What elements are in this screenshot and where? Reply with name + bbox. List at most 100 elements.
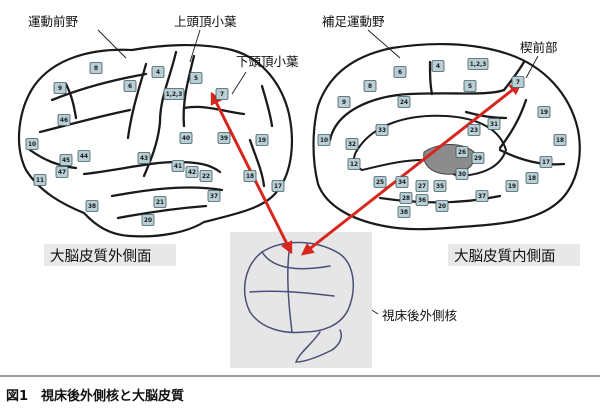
medial-area-number-30: 38	[400, 210, 408, 216]
superior-frontal-sulcus	[50, 72, 148, 102]
inf-parietal-leader	[231, 71, 247, 95]
sma-leader	[367, 29, 401, 59]
medial-area-number-1: 6	[398, 70, 402, 76]
lateral-area-number-18: 47	[58, 170, 66, 176]
medial-area-badge-14	[553, 134, 567, 146]
figure-caption: 図1 視床後外側核と大脳皮質	[6, 388, 184, 404]
medial-area-number-16: 12	[350, 162, 358, 168]
lateral-area-number-8: 40	[182, 136, 190, 142]
inferior-frontal-sulcus	[38, 108, 132, 134]
lateral-area-badge-7	[57, 114, 71, 126]
medial-area-number-0: 8	[368, 84, 372, 90]
medial-area-number-15: 17	[542, 160, 550, 166]
lateral-area-badge-1	[151, 66, 165, 78]
medial-area-badge-16	[347, 158, 361, 170]
lateral-area-badge-10	[77, 150, 91, 162]
lateral-area-number-15: 42	[188, 170, 196, 176]
lateral-area-number-4: 9	[58, 86, 62, 92]
medial-area-badge-25	[415, 194, 429, 206]
lateral-area-badge-8	[179, 132, 193, 144]
sup-parietal-leader	[189, 29, 201, 63]
sketch-line-top	[261, 251, 331, 270]
medial-area-badge-9	[317, 134, 331, 146]
lateral-area-badge-17	[33, 174, 47, 186]
medial-area-badge-8	[487, 118, 501, 130]
medial-area-badge-27	[505, 180, 519, 192]
superior-temporal-sulcus	[110, 186, 224, 198]
lateral-area-number-5: 7	[220, 92, 224, 98]
lateral-area-number-21: 38	[88, 204, 96, 210]
lateral-area-badge-22	[153, 196, 167, 208]
lateral-area-badge-3	[189, 72, 203, 84]
medial-area-badge-29	[435, 200, 449, 212]
lateral-area-number-19: 18	[246, 174, 254, 180]
pulvinar-label: 視床後外側核	[382, 308, 458, 323]
medial-area-badge-17	[373, 176, 387, 188]
medial-area-number-7: 24	[400, 100, 408, 106]
medial-area-number-17: 25	[376, 180, 384, 186]
medial-area-number-28: 18	[528, 176, 536, 182]
medial-area-number-20: 30	[458, 172, 466, 178]
lateral-area-number-11: 45	[62, 158, 70, 164]
medial-area-badge-30	[397, 206, 411, 218]
lateral-area-number-12: 43	[140, 156, 148, 162]
lateral-area-number-6: 1,2,3	[166, 92, 183, 98]
sketch-outline	[243, 241, 354, 334]
medial-area-number-9: 10	[320, 138, 328, 144]
lateral-area-number-17: 11	[36, 178, 44, 184]
medial-area-badge-26	[475, 190, 489, 202]
medial-area-badge-1	[393, 66, 407, 78]
medial-area-badge-12	[467, 124, 481, 136]
lateral-area-badge-11	[59, 154, 73, 166]
lateral-area-number-25: 19	[258, 138, 266, 144]
medial-area-badge-15	[539, 156, 553, 168]
medial-area-number-6: 9	[342, 100, 346, 106]
precuneus-label: 楔前部	[520, 40, 558, 55]
lateral-area-number-16: 22	[202, 174, 210, 180]
lateral-area-badge-13	[217, 132, 231, 144]
medial-area-number-22: 27	[418, 184, 426, 190]
medial-area-badge-22	[415, 180, 429, 192]
medial-area-badge-11	[375, 124, 389, 136]
medial-area-badge-4	[463, 80, 477, 92]
medial-area-number-2: 4	[436, 64, 440, 70]
medial-area-badge-23	[433, 180, 447, 192]
sma-label: 補足運動野	[322, 14, 385, 29]
medial-area-badge-24	[399, 192, 413, 204]
medial-area-badge-19	[471, 152, 485, 164]
lateral-area-badge-24	[141, 214, 155, 226]
medial-area-badge-7	[397, 96, 411, 108]
medial-area-badge-3	[467, 58, 489, 70]
precentral-sulcus	[126, 62, 148, 140]
medial-area-badge-6	[337, 96, 351, 108]
sup-parietal-label: 上頭頂小葉	[174, 14, 237, 29]
lateral-area-number-2: 6	[128, 84, 132, 90]
lateral-area-badge-2	[123, 80, 137, 92]
medial-area-badge-28	[525, 172, 539, 184]
medial-area-number-13: 19	[540, 110, 548, 116]
lateral-area-number-23: 37	[210, 194, 218, 200]
lateral-area-number-20: 17	[274, 184, 282, 190]
lateral-panel-label-bg	[44, 244, 176, 266]
inf-parietal-label: 下頭頂小葉	[236, 54, 299, 69]
sketch-tail	[294, 329, 343, 363]
lateral-area-number-7: 46	[60, 118, 68, 124]
lateral-area-number-3: 5	[194, 76, 198, 82]
lateral-area-number-14: 41	[174, 164, 182, 170]
pulvinar-photo	[230, 232, 372, 368]
lateral-area-number-9: 10	[28, 142, 36, 148]
orbital-sulcus	[28, 148, 78, 170]
medial-area-number-19: 29	[474, 156, 482, 162]
lateral-area-number-24: 20	[144, 218, 152, 224]
lateral-area-badge-5	[215, 88, 229, 100]
lateral-area-badge-18	[55, 166, 69, 178]
medial-area-number-8: 31	[490, 122, 498, 128]
lateral-area-number-22: 21	[156, 200, 164, 206]
premotor-label: 運動前野	[28, 14, 79, 29]
lateral-area-badge-23	[207, 190, 221, 202]
lateral-area-badge-12	[137, 152, 151, 164]
medial-area-number-18: 26	[458, 150, 466, 156]
lateral-area-badge-9	[25, 138, 39, 150]
frontal-pole-sulcus	[64, 82, 78, 120]
